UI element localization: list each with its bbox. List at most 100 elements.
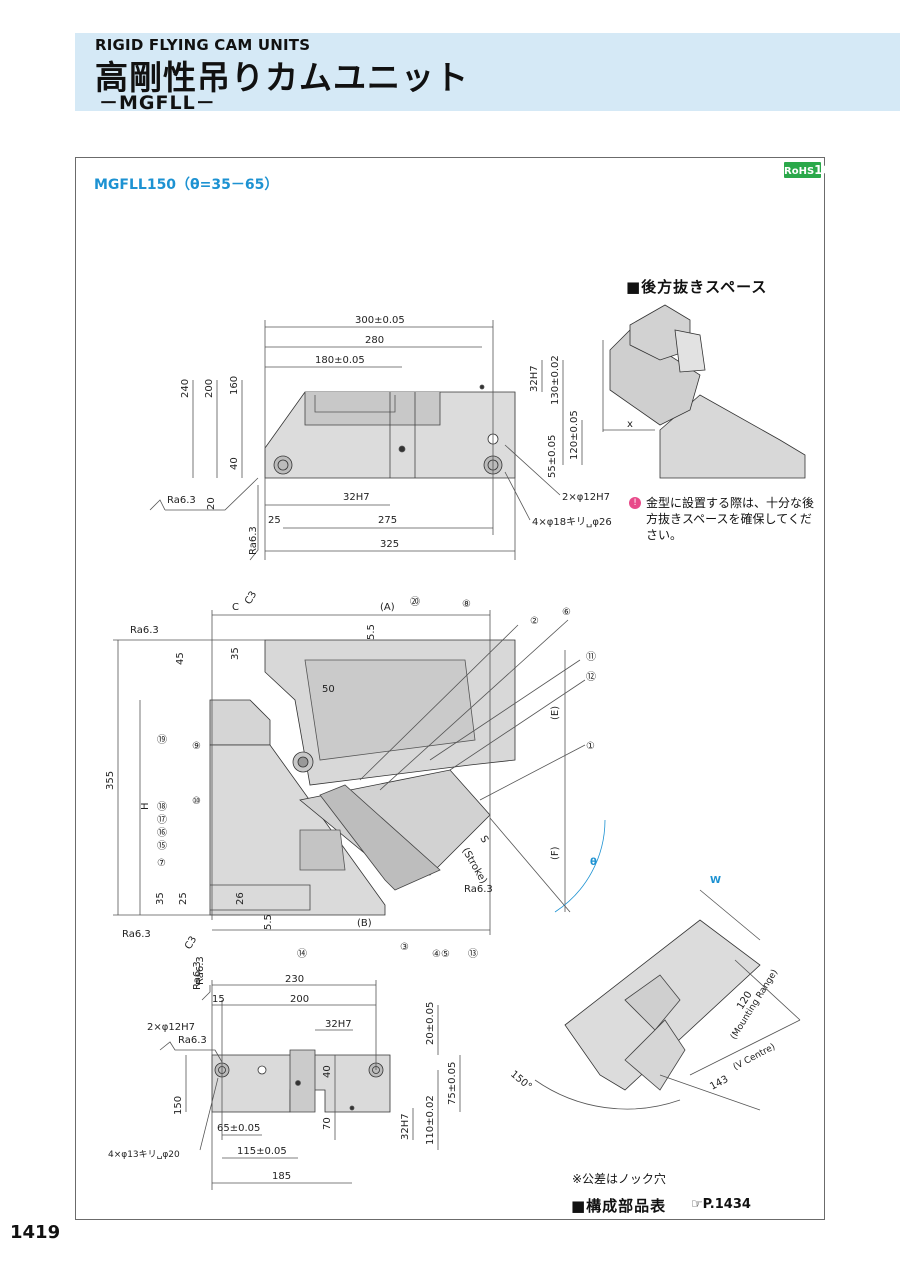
dim-26: 26	[235, 892, 246, 905]
dim-180: 180±0.05	[315, 355, 365, 366]
ra-bottom-2: Ra6.3	[192, 961, 203, 990]
rear-space-view: x	[602, 304, 806, 479]
japanese-title: 高剛性吊りカムユニット	[95, 58, 469, 97]
ra-bottom-1: Ra6.3	[178, 1035, 207, 1046]
dim-20-b: 20±0.05	[425, 1002, 436, 1045]
dim-150: 150	[173, 1096, 184, 1115]
mount-150deg: 150°	[508, 1069, 534, 1093]
dim-h: H	[140, 802, 151, 810]
rear-space-note: 金型に設置する際は、十分な後方抜きスペースを確保してください。	[646, 496, 815, 542]
model-code: －MGFLL－	[99, 92, 216, 114]
dim-160: 160	[229, 376, 240, 395]
callout-18kiri: 4×φ18キリ␣φ26	[532, 517, 612, 528]
dim-275: 275	[378, 515, 397, 526]
tip-icon: !	[629, 497, 641, 509]
dim-65: 65±0.05	[217, 1123, 260, 1134]
dim-32h7: 32H7	[343, 492, 370, 503]
dim-200: 200	[204, 379, 215, 398]
dim-115: 115±0.05	[237, 1146, 287, 1157]
parts-list-title: ■構成部品表	[571, 1197, 667, 1215]
ra-side-1: Ra6.3	[130, 625, 159, 636]
part-20: ⑳	[410, 596, 420, 608]
dim-50: 50	[322, 684, 335, 695]
rohs-badge: RoHS10	[784, 162, 831, 178]
page-number: 1419	[10, 1222, 61, 1243]
part-9: ⑨	[192, 741, 201, 752]
dim-32h7-v: 32H7	[529, 365, 540, 392]
ra-top-2: Ra6.3	[248, 526, 259, 555]
stroke-s: S	[477, 834, 490, 845]
part-12: ⑫	[586, 671, 596, 683]
part-16: ⑯	[157, 827, 167, 839]
dim-40: 40	[229, 457, 240, 470]
callout-13kiri: 4×φ13キリ␣φ20	[108, 1150, 180, 1160]
dim-15: 15	[212, 994, 225, 1005]
dim-240: 240	[180, 379, 191, 398]
bottom-view: 230 15 200 32H7 40 150 70 65±0.05 115±0.…	[108, 961, 461, 1190]
x-label: x	[627, 419, 633, 430]
ra-top-1: Ra6.3	[167, 495, 196, 506]
dim-20: 20	[206, 497, 217, 510]
tolerance-note: ※公差はノック穴	[572, 1172, 666, 1186]
part-18: ⑱	[157, 801, 167, 813]
dim-f: (F)	[550, 846, 561, 860]
dim-35: 35	[230, 647, 241, 660]
ra-side-3: Ra6.3	[464, 884, 493, 895]
callout-12h7: 2×φ12H7	[562, 492, 610, 503]
part-14: ⑭	[297, 948, 307, 960]
drawing-subtitle: MGFLL150（θ=35－65）	[94, 177, 279, 193]
part-17: ⑰	[157, 814, 167, 826]
mount-v-centre: (V Centre)	[732, 1042, 777, 1072]
part-6: ⑥	[562, 607, 571, 618]
dim-120: 120±0.05	[569, 410, 580, 460]
ra-side-4: Ra6.3	[195, 956, 206, 985]
dim-40-b: 40	[322, 1065, 333, 1078]
part-10: ⑩	[192, 796, 201, 807]
dim-185: 185	[272, 1171, 291, 1182]
dim-c3-top: C3	[243, 589, 259, 606]
callout-12h7-b: 2×φ12H7	[147, 1022, 195, 1033]
part-8: ⑧	[462, 599, 471, 610]
theta-label: θ	[590, 857, 597, 868]
stroke-label: (Stroke)	[459, 846, 488, 886]
dim-e: (E)	[550, 706, 561, 720]
part-3: ③	[400, 942, 409, 953]
ra-side-2: Ra6.3	[122, 929, 151, 940]
dim-5-5: 5.5	[366, 624, 377, 640]
dim-35-b: 35	[155, 892, 166, 905]
dim-280: 280	[365, 335, 384, 346]
drawing-frame	[75, 157, 825, 1220]
dim-55: 55±0.05	[547, 435, 558, 478]
dim-32h7-c: 32H7	[400, 1113, 411, 1140]
dim-25: 25	[268, 515, 281, 526]
dim-45: 45	[175, 652, 186, 665]
part-1: ①	[586, 741, 595, 752]
part-11: ⑪	[586, 651, 596, 663]
dim-c: C	[232, 602, 239, 613]
top-view: 300±0.05 280 180±0.05 32H7 25 275 325 24…	[149, 315, 612, 561]
dim-32h7-b: 32H7	[325, 1019, 352, 1030]
mount-w: W	[710, 875, 721, 886]
dim-130: 130±0.02	[550, 355, 561, 405]
dim-200: 200	[290, 994, 309, 1005]
side-view: (A) C C3 5.5 45 35 50 355 H (E) (F) 35 2…	[105, 589, 606, 985]
dim-230: 230	[285, 974, 304, 985]
mount-view: W 120 (Mounting Range) 143 (V Centre) 15…	[508, 875, 801, 1111]
part-7: ⑦	[157, 858, 166, 869]
mount-143: 143	[708, 1074, 730, 1093]
part-19: ⑲	[157, 734, 167, 746]
parts-list-ref[interactable]: ☞P.1434	[691, 1197, 751, 1212]
dim-110: 110±0.02	[425, 1095, 436, 1145]
english-title: RIGID FLYING CAM UNITS	[95, 36, 311, 54]
part-13: ⑬	[468, 948, 478, 960]
rear-space-title: ■後方抜きスペース	[626, 278, 768, 296]
dim-70: 70	[322, 1117, 333, 1130]
part-2: ②	[530, 616, 539, 627]
dim-c3-bottom: C3	[183, 934, 199, 951]
dim-25-b: 25	[178, 892, 189, 905]
dim-b: (B)	[357, 918, 372, 929]
dim-355: 355	[105, 771, 116, 790]
part-4-5: ④⑤	[432, 949, 450, 960]
dim-75: 75±0.05	[447, 1062, 458, 1105]
